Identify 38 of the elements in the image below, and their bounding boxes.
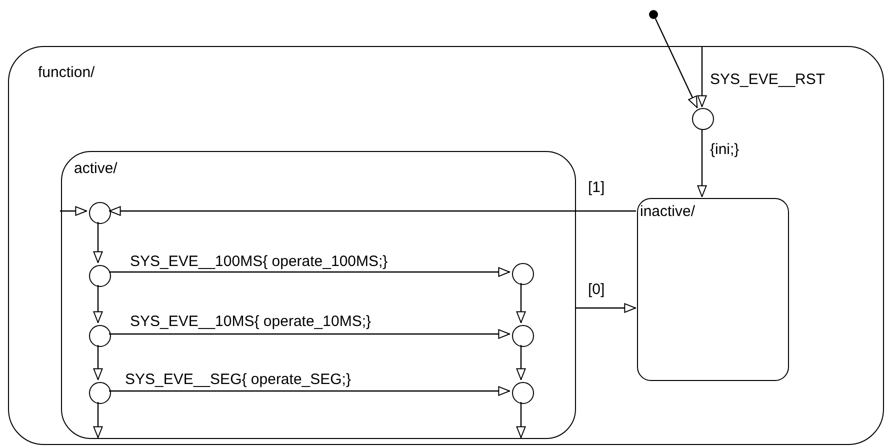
transition-arrow	[516, 283, 526, 323]
initial-state-dot	[649, 10, 658, 19]
transition-arrow	[109, 206, 636, 216]
junction-circle	[692, 108, 714, 130]
junction-circle	[512, 382, 534, 404]
transition-arrow	[60, 206, 87, 216]
transition-arrow	[109, 267, 510, 277]
state-name: inactive/	[640, 203, 696, 220]
edge-label: [0]	[588, 281, 605, 299]
transition-arrow	[93, 222, 103, 263]
transition-arrow	[654, 18, 698, 108]
edge-label: SYS_EVE__100MS{ operate_100MS;}	[130, 253, 388, 271]
edge-label: SYS_EVE__RST	[710, 71, 826, 89]
transition-arrow	[575, 303, 636, 313]
transition-arrow	[697, 129, 707, 197]
edge-label: SYS_EVE__SEG{ operate_SEG;}	[125, 371, 351, 389]
transition-arrow	[93, 402, 103, 438]
state-box	[637, 198, 789, 381]
edge-label: {ini;}	[710, 141, 740, 159]
transition-arrow	[93, 285, 103, 323]
junction-circle	[512, 325, 534, 347]
transition-arrow	[697, 46, 707, 107]
transition-arrow	[516, 345, 526, 380]
transition-arrow	[109, 329, 510, 339]
edge-label: [1]	[588, 179, 605, 197]
transition-arrow	[516, 402, 526, 438]
edge-label: SYS_EVE__10MS{ operate_10MS;}	[130, 313, 371, 331]
junction-circle	[512, 263, 534, 285]
junction-circle	[89, 202, 111, 224]
state-name: active/	[74, 160, 118, 177]
junction-circle	[89, 325, 111, 347]
transition-arrow	[93, 345, 103, 380]
state-box	[8, 46, 884, 445]
junction-circle	[89, 382, 111, 404]
junction-circle	[89, 265, 111, 287]
transition-arrow	[109, 386, 510, 396]
state-name: function/	[38, 64, 95, 81]
state-box	[61, 151, 576, 439]
